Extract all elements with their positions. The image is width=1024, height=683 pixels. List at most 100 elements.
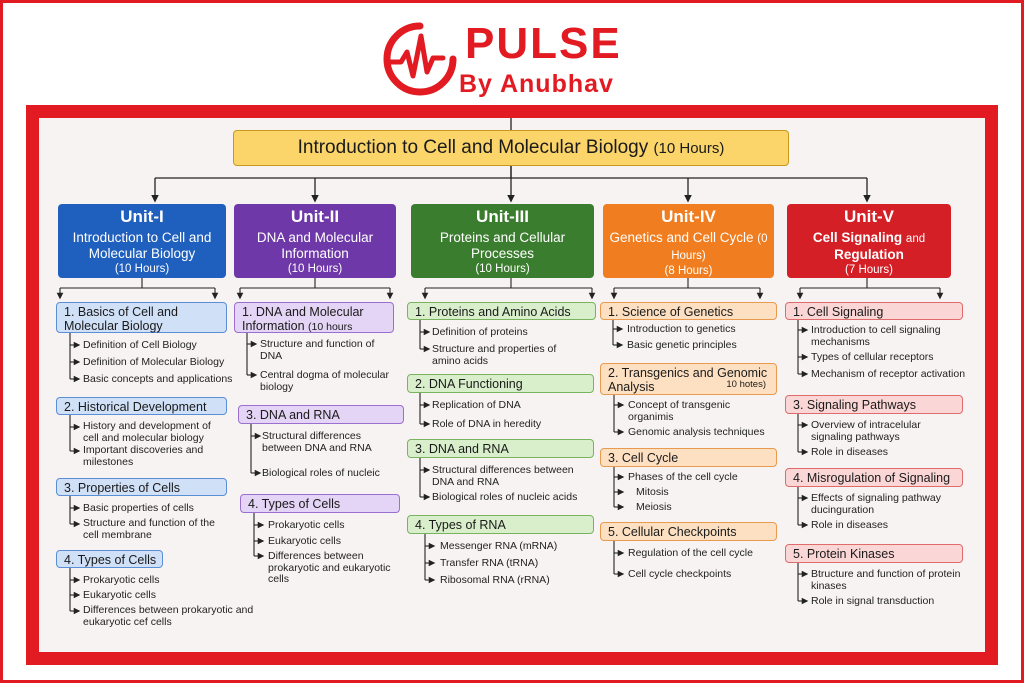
unit-name-suffix: (0 Hours): [671, 233, 768, 262]
unit-3-header: Unit-III Proteins and Cellular Processes…: [411, 204, 594, 278]
unit-hours: (10 Hours): [475, 263, 530, 275]
topic-box: 4. Types of Cells: [240, 494, 400, 513]
topic-title: 1. Cell Signaling: [793, 305, 884, 319]
topic-item: Differences between prokaryotic and euka…: [268, 550, 391, 585]
topic-title: 4. Types of RNA: [415, 518, 506, 532]
brand-byline: By Anubhav: [459, 70, 614, 98]
topic-box: 3. Cell Cycle: [600, 448, 777, 467]
topic-title: 3. Signaling Pathways: [793, 398, 916, 412]
topic-item: Structural differences between DNA and R…: [262, 430, 372, 454]
topic-title: 2. Transgenics and Genomic Analysis: [608, 366, 768, 394]
topic-title: 3. Properties of Cells: [64, 481, 181, 495]
brand-logo: PULSE By Anubhav: [379, 18, 659, 100]
unit-name-text: Genetics and Cell Cycle: [609, 230, 754, 245]
header: PULSE By Anubhav: [0, 0, 1024, 105]
topic-box: 4. Types of Cells: [56, 550, 163, 568]
unit-name: Introduction to Cell and Molecular Biolo…: [72, 230, 212, 261]
topic-item: Mechanism of receptor activation: [811, 368, 966, 380]
unit-name-suffix: and: [905, 233, 926, 245]
topic-item: Definition of Molecular Biology: [83, 356, 225, 368]
topic-title: 2. Historical Development: [64, 400, 207, 414]
unit-name-text: Cell Signaling: [812, 230, 903, 245]
topic-title: 3. DNA and RNA: [246, 408, 340, 422]
topic-title: 1. Science of Genetics: [608, 305, 734, 319]
topic-item: Role in diseases: [811, 519, 889, 531]
topic-item: Structure and function of DNA: [260, 338, 375, 362]
topic-title: 1. Basics of Cell and Molecular Biology: [64, 305, 178, 333]
root-topic: Introduction to Cell and Molecular Biolo…: [233, 130, 789, 166]
topic-title: 3. Cell Cycle: [608, 451, 679, 465]
topic-item: Prokaryotic cells: [83, 574, 160, 586]
topic-box: 3. DNA and RNA: [238, 405, 404, 424]
unit-2-header: Unit-II DNA and Molecular Information (1…: [234, 204, 396, 278]
unit-name: Genetics and Cell Cycle (0 Hours): [603, 230, 774, 264]
topic-title: 1. DNA and Molecular Information: [242, 305, 364, 333]
topic-item: Introduction to genetics: [627, 323, 736, 335]
topic-box: 4. Types of RNA: [407, 515, 594, 534]
topic-item: Cell cycle checkpoints: [628, 568, 732, 580]
topic-item: Prokaryotic cells: [268, 519, 345, 531]
unit-label: Unit-V: [843, 207, 895, 226]
topic-box: 5. Protein Kinases: [785, 544, 963, 563]
topic-item: Btructure and function of protein kinase…: [811, 568, 961, 592]
brand-name: PULSE: [465, 19, 622, 68]
topic-item: Eukaryotic cells: [83, 589, 156, 601]
topic-title: 4. Types of Cells: [64, 553, 157, 567]
unit-name-line2: Regulation: [834, 247, 904, 262]
topic-item: Structural differences between DNA and R…: [432, 464, 574, 488]
topic-item: Genomic analysis techniques: [628, 426, 765, 438]
topic-item: Definition of Cell Biology: [83, 339, 197, 351]
topic-item: Basic genetic principles: [627, 339, 737, 351]
topic-item: Phases of the cell cycle: [628, 471, 738, 483]
topic-item: Regulation of the cell cycle: [628, 547, 753, 559]
topic-box: 1. DNA and Molecular Information (10 hou…: [234, 302, 394, 333]
topic-item: Differences between prokaryotic and euka…: [83, 604, 254, 628]
unit-label: Unit-I: [120, 207, 164, 226]
topic-box: 2. DNA Functioning: [407, 374, 594, 393]
topic-item: Role in diseases: [811, 446, 889, 458]
topic-item: Introduction to cell signaling mechanism…: [811, 324, 941, 348]
unit-hours: (7 Hours): [845, 264, 893, 276]
unit-1-header: Unit-I Introduction to Cell and Molecula…: [58, 204, 226, 278]
topic-item: Meiosis: [636, 501, 672, 513]
pulse-heartbeat-icon: [383, 22, 457, 96]
topic-box: 4. Misrogulation of Signaling: [785, 468, 963, 487]
unit-hours: (10 Hours): [287, 263, 343, 275]
topic-box: 1. Science of Genetics: [600, 302, 777, 320]
topic-duration: 10 hotes): [726, 379, 766, 390]
topic-item: Mitosis: [636, 486, 669, 498]
topic-item: Basic properties of cells: [83, 502, 194, 514]
topic-box: 1. Basics of Cell and Molecular Biology: [56, 302, 227, 333]
topic-item: Structure and properties of amino acids: [432, 343, 557, 367]
unit-label: Unit-IV: [661, 207, 716, 226]
topic-duration: (10 hours: [308, 321, 353, 333]
topic-item: Important discoveries and milestones: [83, 444, 204, 468]
topic-box: 5. Cellular Checkpoints: [600, 522, 777, 541]
unit-name: Proteins and Cellular Processes: [439, 230, 566, 261]
topic-item: Types of cellular receptors: [811, 351, 934, 363]
topic-item: Effects of signaling pathway ducingurati…: [811, 492, 941, 516]
topic-title: 1. Proteins and Amino Acids: [415, 305, 571, 319]
topic-item: Basic concepts and applications: [83, 373, 233, 385]
topic-title: 2. DNA Functioning: [415, 377, 523, 391]
topic-box: 3. DNA and RNA: [407, 439, 594, 458]
topic-title: 4. Misrogulation of Signaling: [793, 471, 951, 485]
root-title: Introduction to Cell and Molecular Biolo…: [297, 137, 649, 158]
topic-item: Central dogma of molecular biology: [260, 369, 389, 393]
unit-hours: (10 Hours): [114, 263, 170, 275]
topic-box: 1. Proteins and Amino Acids: [407, 302, 596, 320]
topic-item: Eukaryotic cells: [268, 535, 341, 547]
topic-item: Replication of DNA: [432, 399, 521, 411]
topic-box: 2. Historical Development: [56, 397, 227, 415]
topic-title: 3. DNA and RNA: [415, 442, 509, 456]
topic-item: Overview of intracelular signaling pathw…: [811, 419, 921, 443]
topic-item: Transfer RNA (tRNA): [440, 557, 539, 569]
topic-box: 3. Properties of Cells: [56, 478, 227, 496]
unit-label: Unit-III: [476, 207, 529, 226]
topic-item: Concept of transgenic organimis: [628, 399, 731, 423]
unit-4-header: Unit-IV Genetics and Cell Cycle (0 Hours…: [603, 204, 774, 278]
diagram-frame: [26, 105, 998, 665]
